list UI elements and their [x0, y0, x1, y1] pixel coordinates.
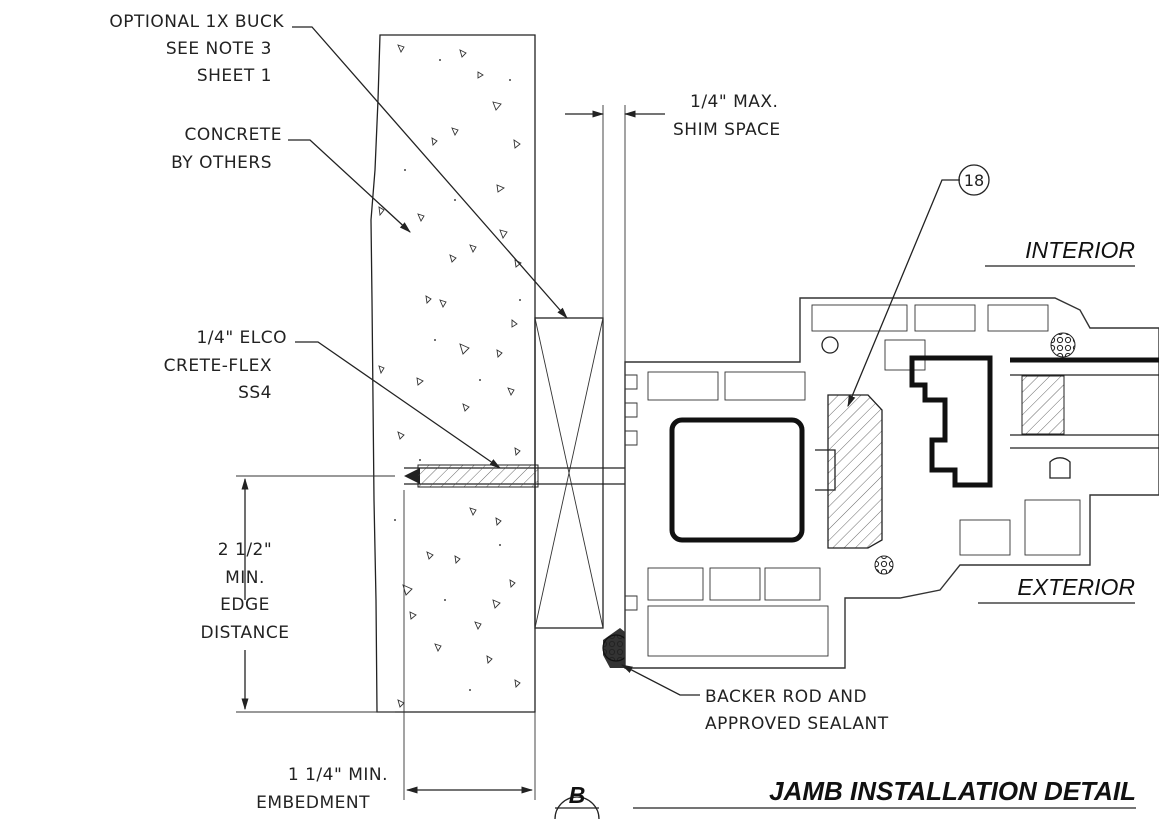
buck-note: OPTIONAL 1X BUCK SEE NOTE 3 SHEET 1: [109, 12, 284, 86]
edge-distance-line-4: DISTANCE: [201, 623, 290, 643]
anchor-note: 1/4" ELCO CRETE-FLEX SS4: [164, 328, 287, 403]
edge-distance-line-3: EDGE: [220, 595, 270, 615]
concrete-wall: [370, 34, 536, 713]
shim-note-line-2: SHIM SPACE: [673, 120, 781, 140]
sealant-note: BACKER ROD AND APPROVED SEALANT: [705, 687, 889, 734]
sealant-note-line-2: APPROVED SEALANT: [705, 714, 889, 734]
exterior-text: EXTERIOR: [1017, 574, 1135, 600]
edge-distance-line-1: 2 1/2": [218, 540, 272, 560]
edge-distance-dimension: [236, 475, 395, 713]
shim-note: 1/4" MAX. SHIM SPACE: [673, 92, 781, 140]
callout-number: 18: [964, 171, 984, 190]
interior-label: INTERIOR: [985, 237, 1135, 267]
anchor-note-line-1: 1/4" ELCO: [196, 328, 287, 348]
edge-distance-note: 2 1/2" MIN. EDGE DISTANCE: [201, 540, 290, 643]
concrete-note: CONCRETE BY OTHERS: [171, 125, 282, 173]
embedment-line-2: EMBEDMENT: [256, 793, 370, 813]
embedment-dimension: [403, 490, 536, 800]
callout-18: 18: [958, 164, 990, 196]
exterior-label: EXTERIOR: [978, 574, 1135, 604]
shim-block: [827, 394, 883, 549]
buck-note-line-2: SEE NOTE 3: [166, 39, 272, 59]
anchor-note-line-3: SS4: [238, 383, 272, 403]
interior-text: INTERIOR: [1025, 237, 1135, 263]
anchor-note-line-2: CRETE-FLEX: [164, 356, 272, 376]
embedment-note: 1 1/4" MIN. EMBEDMENT: [256, 765, 388, 813]
edge-distance-line-2: MIN.: [225, 568, 265, 588]
leader-lines: [288, 26, 960, 696]
shim-note-line-1: 1/4" MAX.: [690, 92, 778, 112]
detail-title-text: JAMB INSTALLATION DETAIL: [769, 776, 1136, 806]
sealant-note-line-1: BACKER ROD AND: [705, 687, 867, 707]
detail-letter: B: [569, 782, 586, 808]
buck-note-line-3: SHEET 1: [197, 66, 272, 86]
embedment-line-1: 1 1/4" MIN.: [288, 765, 388, 785]
concrete-note-line-2: BY OTHERS: [171, 153, 272, 173]
window-frame: [624, 297, 1159, 669]
wood-buck: [534, 317, 604, 629]
buck-note-line-1: OPTIONAL 1X BUCK: [109, 12, 284, 32]
detail-title: B JAMB INSTALLATION DETAIL: [554, 776, 1136, 819]
concrete-note-line-1: CONCRETE: [184, 125, 282, 145]
